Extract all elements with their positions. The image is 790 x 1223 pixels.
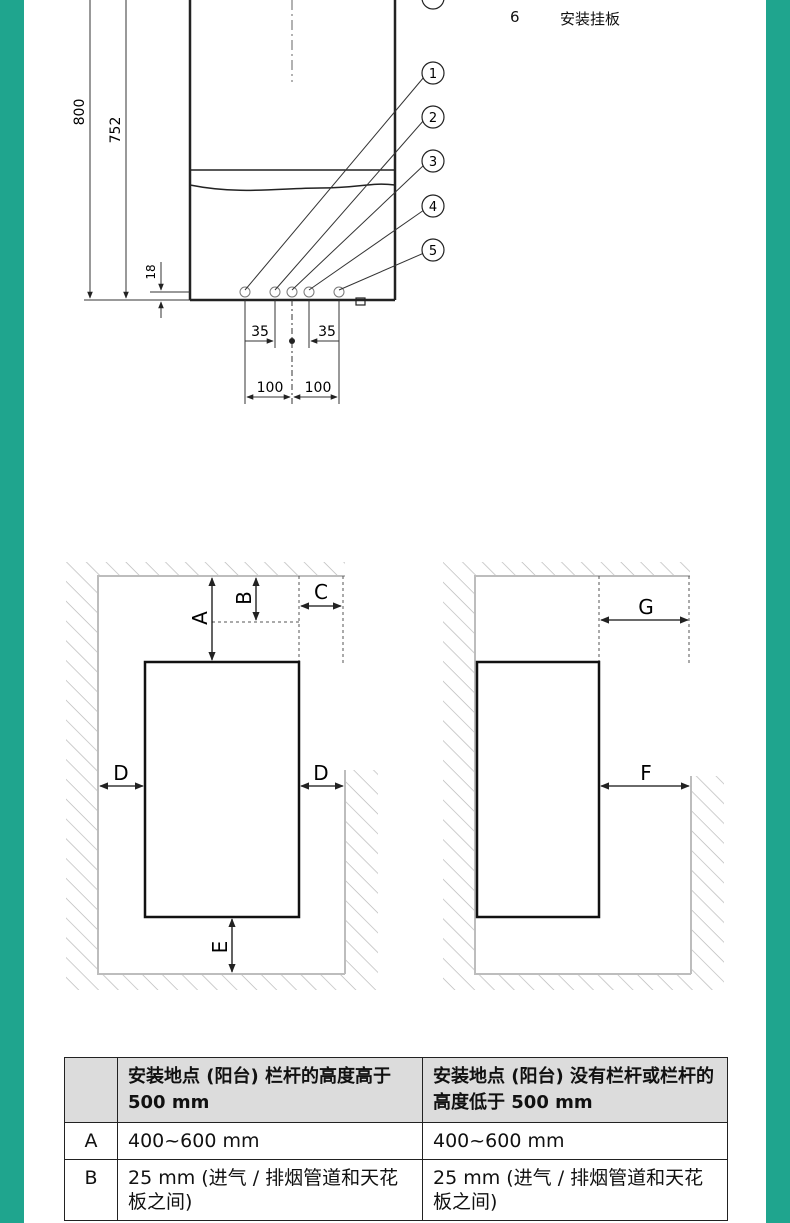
table-cell: 400~600 mm xyxy=(422,1122,728,1160)
connection-points xyxy=(239,286,345,298)
table-header-railing-low: 安装地点 (阳台) 没有栏杆或栏杆的高度低于 500 mm xyxy=(422,1057,728,1123)
table-cell: 25 mm (进气 / 排烟管道和天花板之间) xyxy=(422,1159,728,1221)
table-header-row: 安装地点 (阳台) 栏杆的高度高于500 mm 安装地点 (阳台) 没有栏杆或栏… xyxy=(64,1057,728,1123)
table-cell-key: B xyxy=(64,1159,118,1221)
callout-4: 4 xyxy=(421,194,445,218)
callout-6-partial xyxy=(421,0,445,10)
clearance-label-d-right: D xyxy=(313,761,328,785)
dimension-752: 752 xyxy=(108,0,129,299)
boiler-dimension-drawing: 1 2 3 4 5 800 752 18 xyxy=(66,0,724,990)
legend-text: 安装挂板 xyxy=(560,10,621,28)
callout-1: 1 xyxy=(421,61,445,85)
table-row: A 400~600 mm 400~600 mm xyxy=(64,1122,728,1160)
dimension-800-label: 800 xyxy=(72,99,88,126)
table-row: B 25 mm (进气 / 排烟管道和天花板之间) 25 mm (进气 / 排烟… xyxy=(64,1159,728,1221)
table-header-key xyxy=(64,1057,118,1123)
legend-number: 6 xyxy=(510,8,520,26)
table-cell: 25 mm (进气 / 排烟管道和天花板之间) xyxy=(117,1159,423,1221)
dimension-35-left-label: 35 xyxy=(251,324,269,340)
table-cell-key: A xyxy=(64,1122,118,1160)
callout-2: 2 xyxy=(421,105,445,129)
table-header-railing-high: 安装地点 (阳台) 栏杆的高度高于500 mm xyxy=(117,1057,423,1123)
callout-5-label: 5 xyxy=(429,244,437,259)
clearance-table: 安装地点 (阳台) 栏杆的高度高于500 mm 安装地点 (阳台) 没有栏杆或栏… xyxy=(64,1057,728,1221)
callout-4-label: 4 xyxy=(429,200,437,215)
dimension-752-label: 752 xyxy=(108,117,124,144)
leader-lines xyxy=(244,76,425,291)
dimension-100-left-label: 100 xyxy=(257,380,284,396)
clearance-label-e: E xyxy=(208,941,232,954)
dimension-100-right-label: 100 xyxy=(305,380,332,396)
clearance-label-f: F xyxy=(640,761,652,785)
callout-5: 5 xyxy=(421,238,445,262)
clearance-diagram-railing xyxy=(66,562,378,990)
clearance-label-a: A xyxy=(188,611,212,625)
clearance-diagram-no-railing xyxy=(443,562,724,990)
clearance-label-d-left: D xyxy=(113,761,128,785)
dimension-18: 18 xyxy=(144,262,190,318)
dimension-35-row xyxy=(244,300,340,404)
clearance-label-g: G xyxy=(638,595,654,619)
clearance-label-b: B xyxy=(232,591,256,605)
callout-3-label: 3 xyxy=(429,155,437,170)
dimension-35-right-label: 35 xyxy=(318,324,336,340)
callout-1-label: 1 xyxy=(429,67,437,82)
callout-2-label: 2 xyxy=(429,111,437,126)
table-cell: 400~600 mm xyxy=(117,1122,423,1160)
clearance-label-c: C xyxy=(314,580,328,604)
callout-3: 3 xyxy=(421,149,445,173)
boiler-body xyxy=(188,0,397,306)
left-accent-bar xyxy=(0,0,24,1223)
dimension-800: 800 xyxy=(72,0,190,301)
right-accent-bar xyxy=(766,0,790,1223)
dimension-18-label: 18 xyxy=(144,264,158,279)
